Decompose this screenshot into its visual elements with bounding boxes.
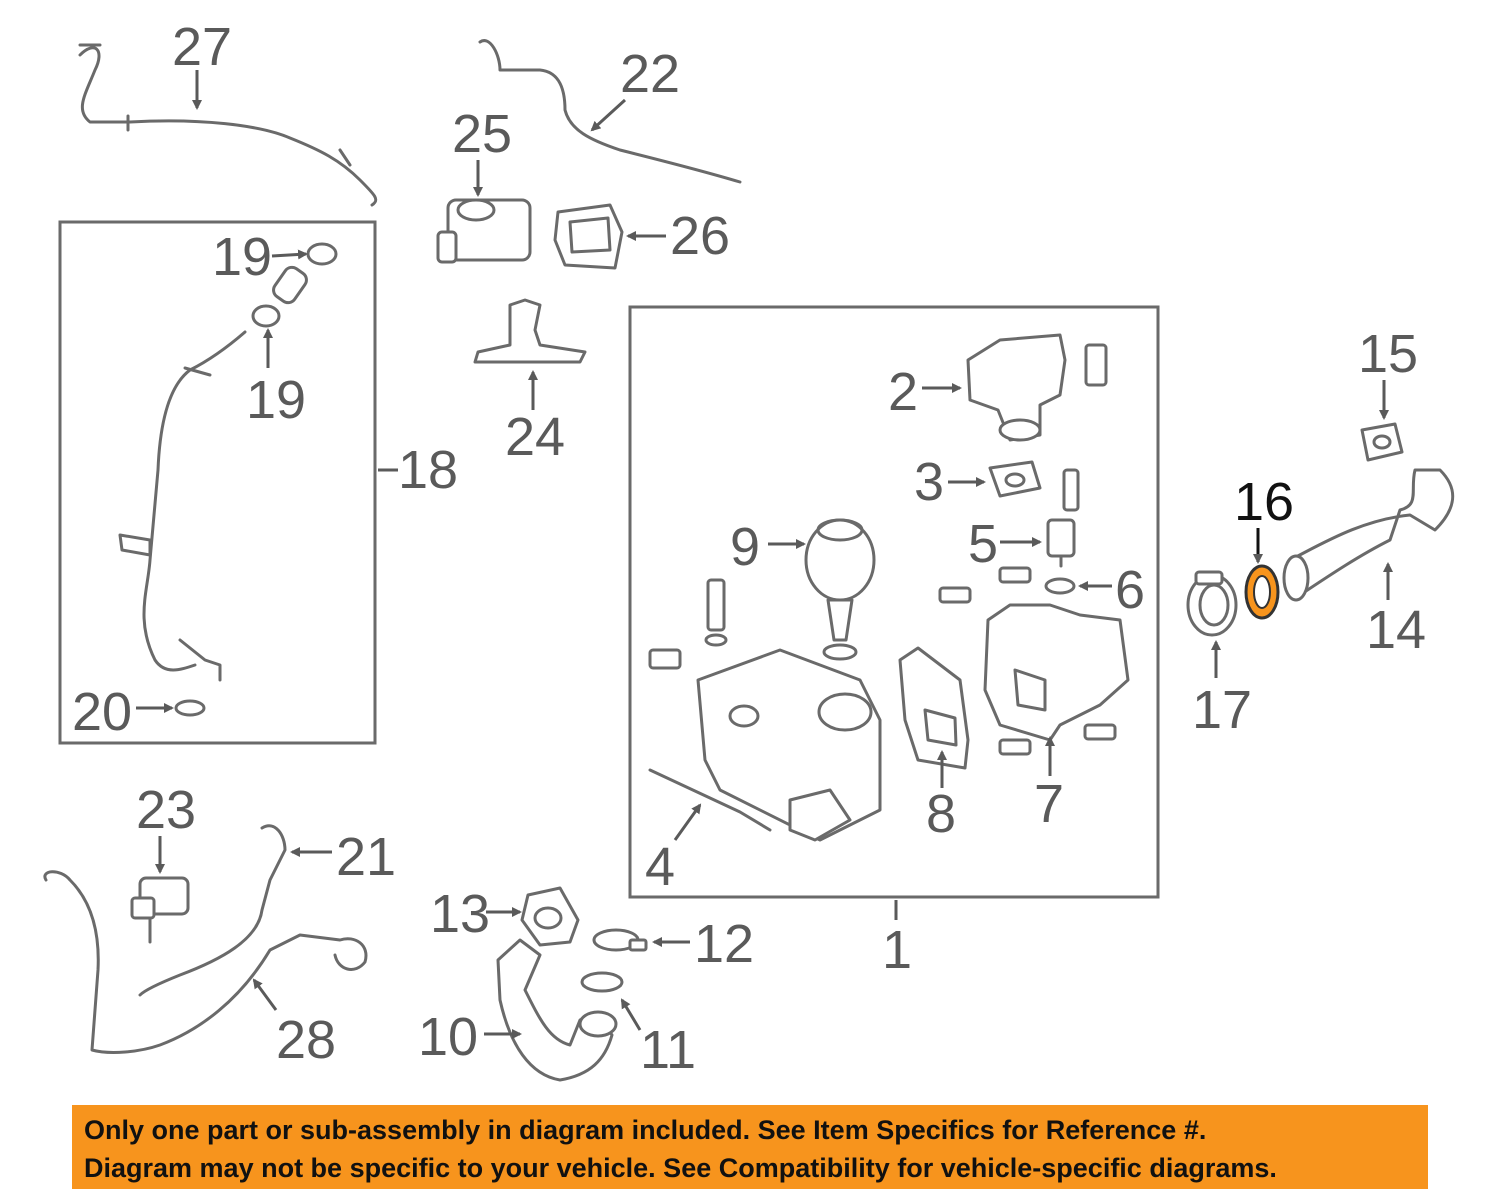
part-12-clamp[interactable]: [592, 928, 648, 952]
part-11-seal[interactable]: [580, 971, 624, 993]
part-18-hose-assembly[interactable]: [118, 242, 338, 717]
part-9-actuator[interactable]: [804, 518, 876, 661]
callout-19-bottom: 19: [246, 370, 306, 430]
callout-26: 26: [670, 206, 730, 266]
callout-11: 11: [640, 1020, 696, 1080]
callout-4: 4: [645, 837, 675, 897]
callout-14: 14: [1366, 600, 1426, 660]
part-10-pipe[interactable]: [496, 938, 618, 1082]
group-box-1: [628, 305, 1160, 899]
part-25-valve[interactable]: [436, 198, 532, 264]
part-14-pipe[interactable]: [1282, 468, 1455, 602]
part-5-sensor[interactable]: [1046, 518, 1076, 568]
callout-20: 20: [72, 682, 132, 742]
disclaimer-banner: Only one part or sub-assembly in diagram…: [72, 1105, 1428, 1189]
part-22-line[interactable]: [478, 39, 742, 184]
part-13-gasket[interactable]: [520, 886, 580, 947]
part-24-bracket[interactable]: [473, 298, 587, 364]
part-26-bracket[interactable]: [553, 203, 624, 270]
callout-22: 22: [620, 44, 680, 104]
callout-28: 28: [276, 1010, 336, 1070]
callout-7: 7: [1034, 774, 1064, 834]
callout-8: 8: [926, 784, 956, 844]
callout-23: 23: [136, 780, 196, 840]
part-4-egr-cooler[interactable]: [648, 578, 882, 842]
disclaimer-line-2: Diagram may not be specific to your vehi…: [84, 1153, 1277, 1183]
part-16-seal-highlighted[interactable]: [1244, 564, 1280, 620]
part-7-bracket[interactable]: [983, 603, 1130, 756]
callout-2: 2: [888, 362, 918, 422]
disclaimer-line-1: Only one part or sub-assembly in diagram…: [84, 1115, 1207, 1145]
callout-3: 3: [914, 452, 944, 512]
callout-17: 17: [1192, 680, 1252, 740]
callout-18: 18: [398, 440, 458, 500]
part-6-washer[interactable]: [938, 566, 1076, 604]
part-28-hose[interactable]: [43, 870, 368, 1054]
callout-21: 21: [336, 827, 396, 887]
callout-24: 24: [505, 407, 565, 467]
part-27-hose[interactable]: [78, 43, 378, 207]
part-17-clamp[interactable]: [1186, 570, 1238, 637]
callout-1: 1: [882, 920, 912, 980]
group-box-18: [58, 220, 377, 745]
part-3-gasket[interactable]: [988, 460, 1080, 512]
part-21-line[interactable]: [138, 824, 287, 997]
callout-19-top: 19: [212, 227, 272, 287]
callout-25: 25: [452, 104, 512, 164]
part-15-gasket[interactable]: [1360, 422, 1404, 462]
callout-13: 13: [430, 884, 490, 944]
callout-5: 5: [968, 514, 998, 574]
callout-10: 10: [418, 1007, 478, 1067]
part-23-valve[interactable]: [130, 876, 190, 944]
callout-9: 9: [730, 517, 760, 577]
callout-12: 12: [694, 914, 754, 974]
callout-6: 6: [1115, 560, 1145, 620]
part-2-valve-housing[interactable]: [966, 333, 1108, 442]
callout-16: 16: [1234, 472, 1294, 532]
part-8-heat-shield[interactable]: [898, 646, 970, 770]
callout-15: 15: [1358, 324, 1418, 384]
callout-27: 27: [172, 17, 232, 77]
